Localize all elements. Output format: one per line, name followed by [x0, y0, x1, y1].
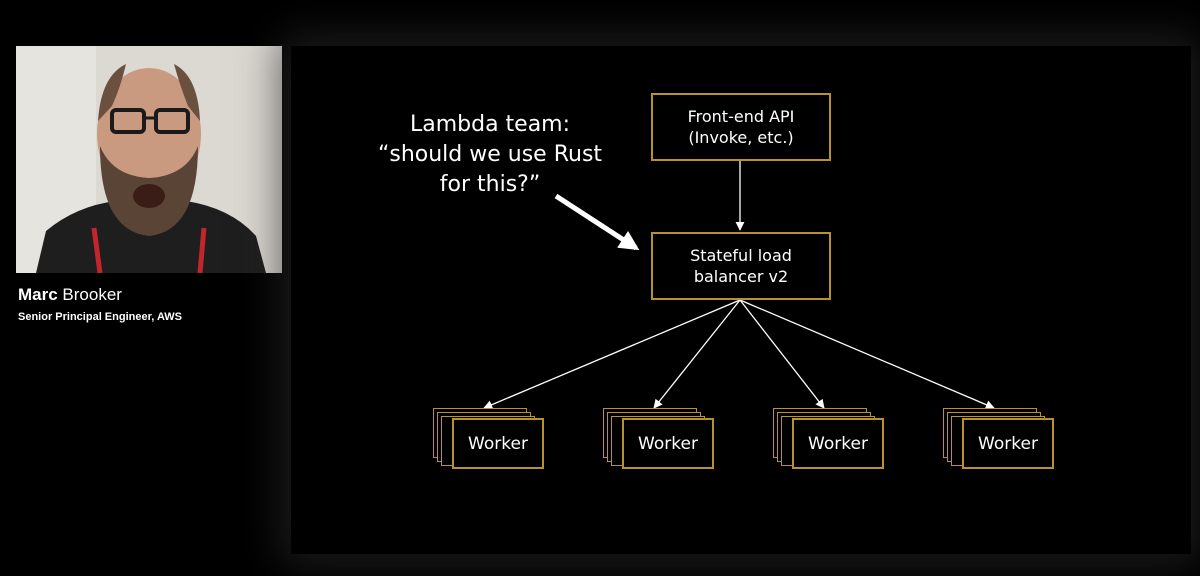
worker-box: Worker: [962, 418, 1054, 469]
speaker-video: [16, 46, 282, 273]
speaker-name: Marc Brooker: [18, 285, 122, 305]
slide-annotation: Lambda team: “should we use Rust for thi…: [377, 112, 603, 197]
speaker-last-name: Brooker: [62, 285, 122, 304]
frontend-api-box: Front-end API (Invoke, etc.): [651, 93, 831, 161]
annotation-arrow: [554, 193, 640, 251]
lb-to-worker-2-arrow: [653, 299, 741, 409]
lb-to-worker-3-arrow: [739, 299, 825, 409]
speaker-portrait: [16, 46, 282, 273]
speaker-title: Senior Principal Engineer, AWS: [18, 311, 183, 323]
load-balancer-box: Stateful load balancer v2: [651, 232, 831, 300]
worker-box: Worker: [452, 418, 544, 469]
speaker-first-name: Marc: [18, 285, 58, 304]
lb-to-worker-4-arrow: [739, 299, 995, 409]
lb-to-worker-1-arrow: [483, 299, 741, 410]
worker-box: Worker: [792, 418, 884, 469]
worker-box: Worker: [622, 418, 714, 469]
